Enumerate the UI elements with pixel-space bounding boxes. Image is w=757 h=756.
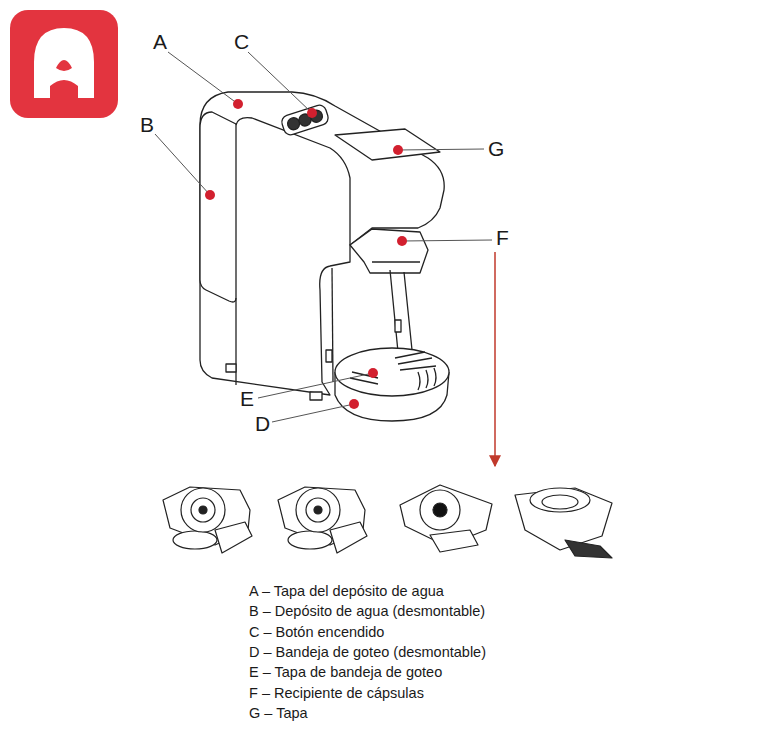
adapter-base xyxy=(288,531,332,549)
logo-letter xyxy=(34,28,94,98)
capsule-adapter xyxy=(400,485,492,552)
part-description: B – Depósito de agua (desmontable) xyxy=(249,603,485,620)
adapter-ring xyxy=(530,488,590,512)
capsule-holder xyxy=(350,229,428,273)
water-tank xyxy=(200,112,236,302)
leader-line xyxy=(248,52,312,113)
callout-dot xyxy=(233,99,243,109)
part-letter: E xyxy=(240,387,254,411)
callout-dot xyxy=(205,190,215,200)
part-letter: G xyxy=(488,137,504,161)
capsule-adapter xyxy=(278,487,367,553)
adapter-ring xyxy=(420,490,460,530)
adapter-handle xyxy=(330,522,367,553)
arm-slot xyxy=(395,320,401,332)
pointer-arrow xyxy=(494,252,496,466)
adapter-ring xyxy=(181,488,225,532)
callout-dot xyxy=(349,399,359,409)
callout-dot xyxy=(397,236,407,246)
capsule-adapter xyxy=(163,487,252,553)
capsule-adapter xyxy=(515,488,612,558)
adapter-ring xyxy=(191,498,215,522)
adapter-needle xyxy=(433,503,447,517)
leader-line xyxy=(258,373,373,398)
part-letter: F xyxy=(496,226,509,250)
adapter-base xyxy=(173,531,217,549)
part-letter: A xyxy=(153,30,167,54)
arm-slot xyxy=(326,350,332,362)
part-letter: C xyxy=(234,30,249,54)
brand-logo xyxy=(10,10,118,118)
top-lid xyxy=(335,129,440,160)
leader-line xyxy=(272,404,354,422)
part-description: F – Recipiente de cápsulas xyxy=(249,685,424,702)
leader-line xyxy=(155,134,210,195)
part-description: D – Bandeja de goteo (desmontable) xyxy=(249,644,486,661)
drip-tray-cover xyxy=(335,348,449,396)
adapter-ring xyxy=(306,498,330,522)
logo-counter xyxy=(56,60,72,71)
adapter-needle xyxy=(314,506,322,514)
machine-foot xyxy=(310,392,322,400)
leader-line xyxy=(402,240,492,241)
callout-dot xyxy=(368,368,378,378)
part-description: C – Botón encendido xyxy=(249,624,384,641)
control-panel xyxy=(280,103,330,136)
callout-dot xyxy=(393,145,403,155)
body-edge xyxy=(236,118,350,245)
adapter-handle xyxy=(430,530,478,552)
part-letter: B xyxy=(140,113,154,137)
callout-dot xyxy=(307,108,317,118)
part-letter: D xyxy=(255,412,270,436)
leader-line xyxy=(168,52,238,104)
adapter-cup xyxy=(515,488,612,550)
grate-slot xyxy=(350,352,436,384)
holder-edge xyxy=(372,261,420,262)
leader-line xyxy=(398,149,484,150)
adapter-ring xyxy=(296,488,340,532)
adapter-handle xyxy=(565,540,612,558)
grate-slot xyxy=(418,368,436,390)
part-description: G – Tapa xyxy=(249,705,308,722)
adapter-needle xyxy=(199,506,207,514)
support-column xyxy=(332,268,333,382)
support-arm xyxy=(390,270,412,352)
part-description: E – Tapa de bandeja de goteo xyxy=(249,664,442,681)
adapter-ring xyxy=(542,495,578,509)
part-description: A – Tapa del depósito de agua xyxy=(249,583,444,600)
machine-foot xyxy=(226,364,236,372)
adapter-handle xyxy=(215,522,252,553)
